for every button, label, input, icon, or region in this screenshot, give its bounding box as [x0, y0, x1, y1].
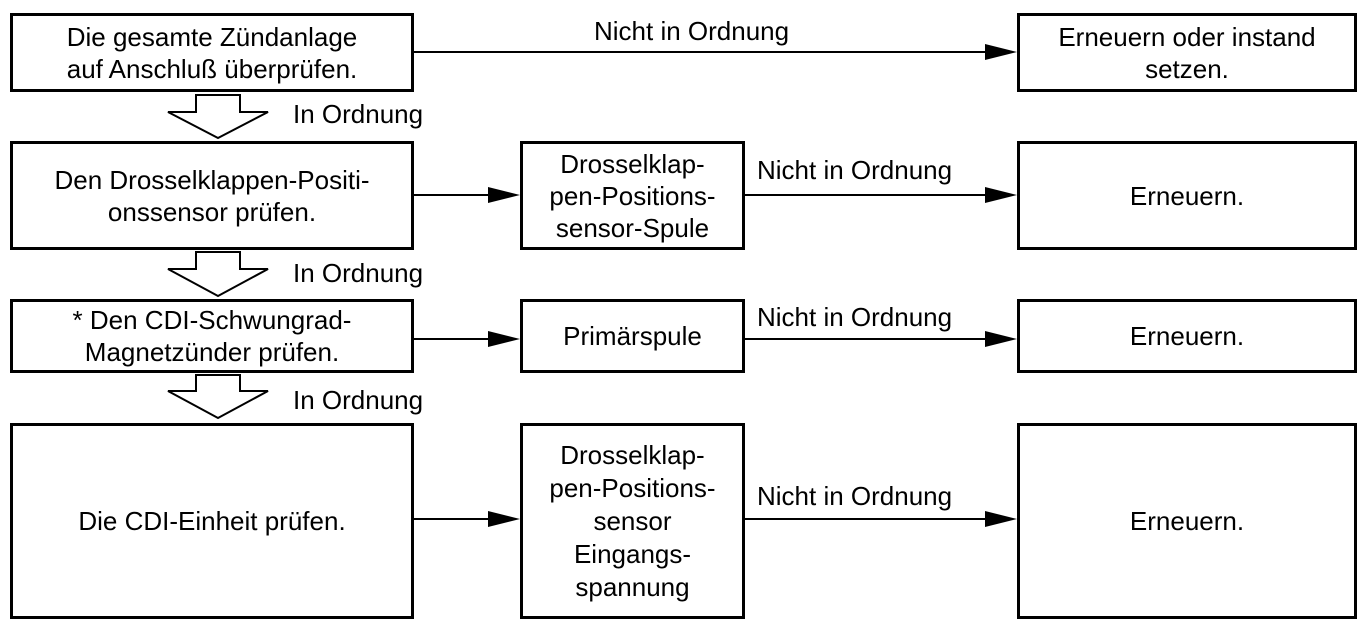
box-cdi-magneto-check: * Den CDI-Schwungrad- Magnetzünder prüfe… [10, 299, 414, 373]
label-not-ok: Nicht in Ordnung [594, 16, 790, 46]
ok-arrow-1 [167, 94, 269, 140]
ok-arrow-2 [167, 251, 269, 298]
arrowhead-unit-voltage [488, 511, 520, 527]
arrowhead-cdi-primary [488, 331, 520, 347]
arrowhead-voltage-replace [985, 511, 1017, 527]
arrowhead-primary-replace [985, 331, 1017, 347]
label-ok: In Ordnung [293, 385, 424, 415]
arrowhead-tps-coil [488, 187, 520, 203]
box-tps-coil: Drosselklap- pen-Positions- sensor-Spule [520, 141, 745, 250]
label-not-ok: Nicht in Ordnung [757, 155, 953, 185]
box-ignition-check: Die gesamte Zündanlage auf Anschluß über… [10, 13, 414, 92]
label-not-ok: Nicht in Ordnung [757, 481, 953, 511]
label-ok: In Ordnung [293, 99, 424, 129]
box-primary-replace: Erneuern. [1017, 299, 1357, 373]
box-primary-coil: Primärspule [520, 299, 745, 373]
arrowhead-ignition-fix [985, 44, 1017, 60]
box-tps-input-voltage: Drosselklap- pen-Positions- sensor Einga… [520, 423, 745, 619]
label-not-ok: Nicht in Ordnung [757, 302, 953, 332]
box-tps-check: Den Drosselklappen-Positi- onssensor prü… [10, 141, 414, 250]
arrowhead-coil-replace [985, 187, 1017, 203]
ok-arrow-3 [167, 374, 269, 420]
box-tps-replace: Erneuern. [1017, 141, 1357, 250]
box-ignition-fix: Erneuern oder instand setzen. [1017, 13, 1357, 92]
label-ok: In Ordnung [293, 258, 424, 288]
box-cdi-unit-check: Die CDI-Einheit prüfen. [10, 423, 414, 619]
box-cdi-replace: Erneuern. [1017, 423, 1357, 619]
